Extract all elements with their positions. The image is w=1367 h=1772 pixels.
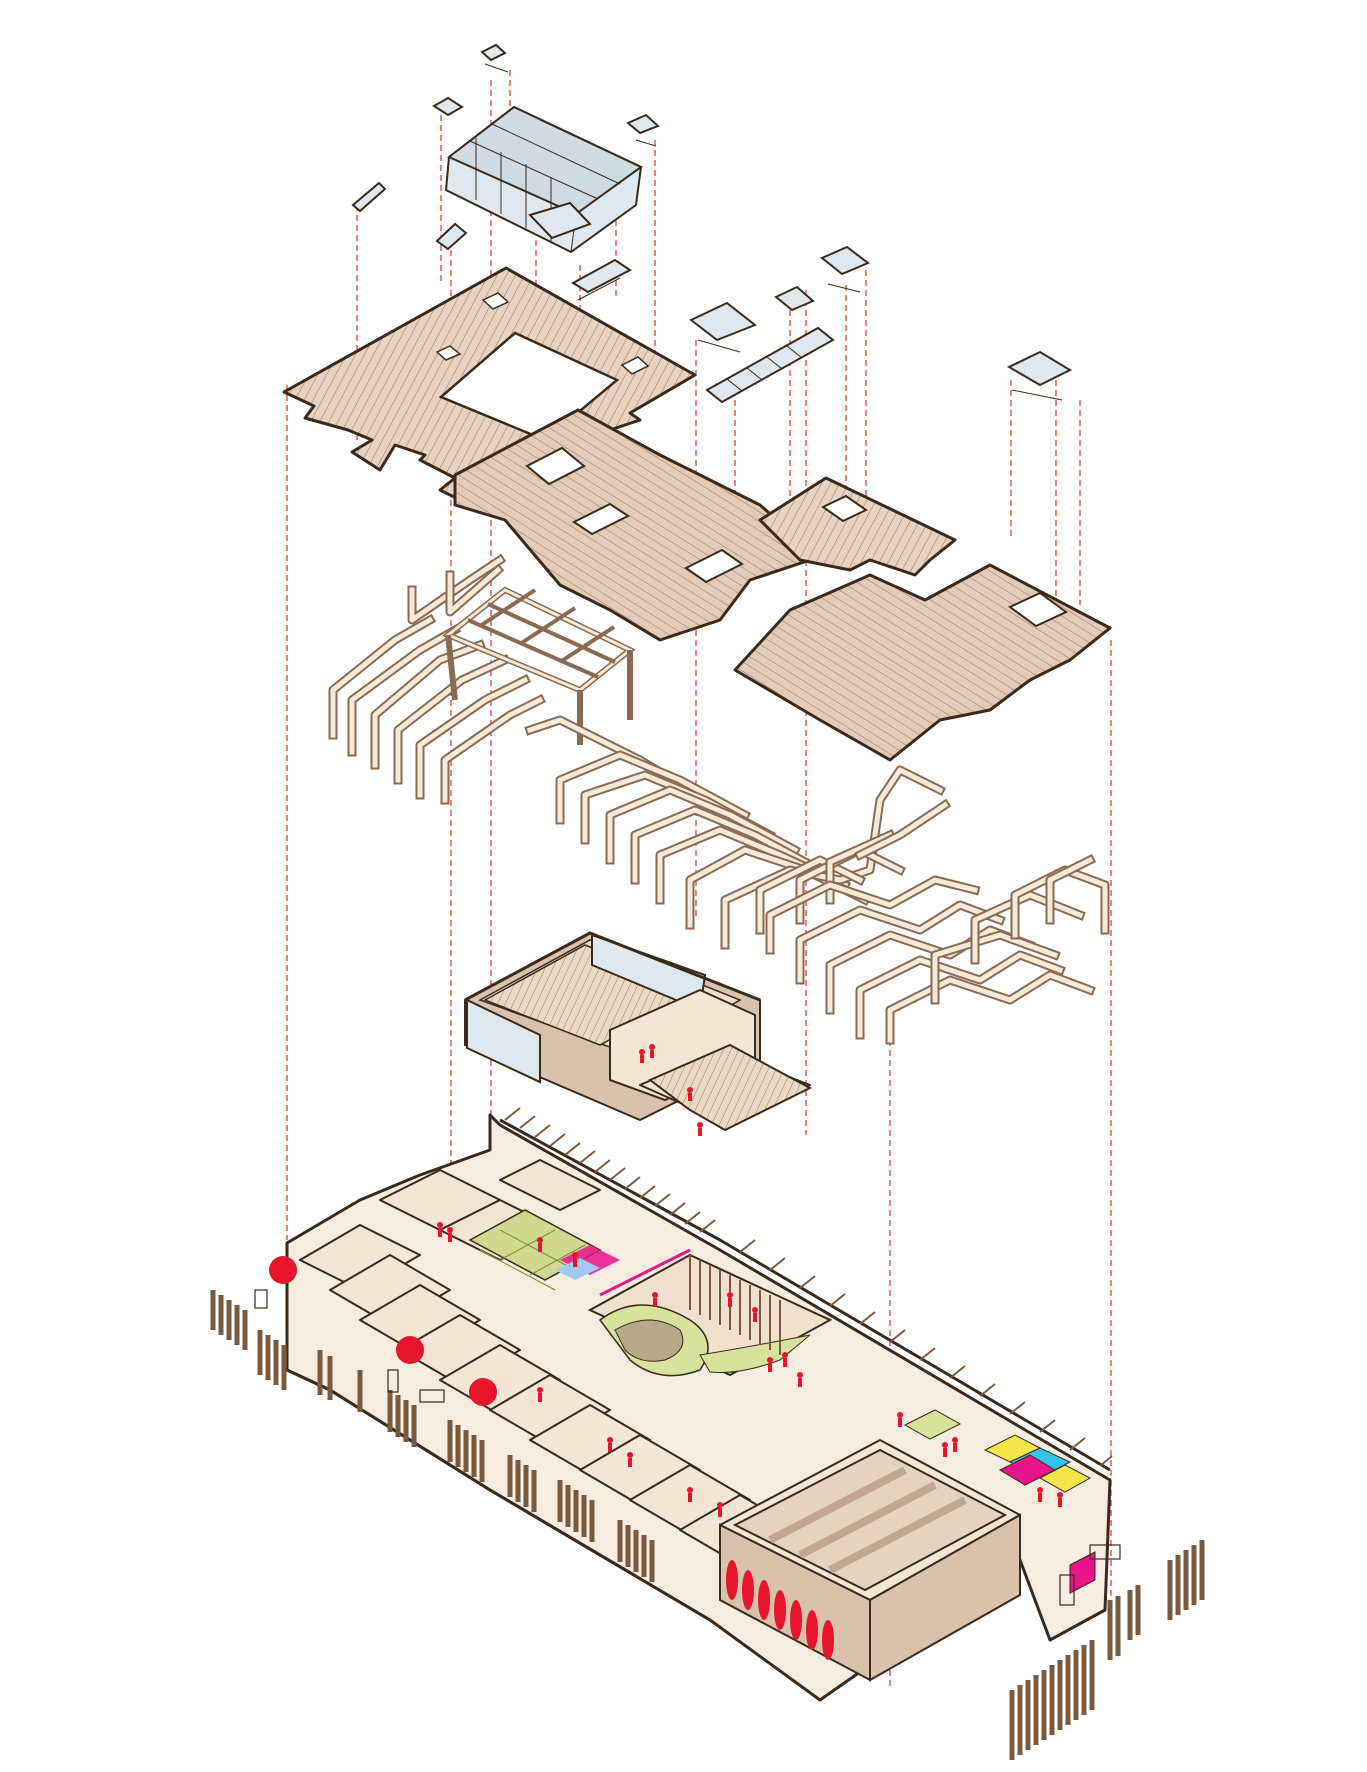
frames-glasshouse (442, 586, 636, 745)
skylight-small-5 (435, 222, 468, 251)
ground-floor-layer (269, 1107, 1113, 1702)
upper-volume-layer (464, 931, 813, 1136)
skylight-small-7 (689, 301, 757, 353)
timber-frame-layer (328, 553, 1110, 1045)
skylight-strip (705, 326, 835, 404)
skylight-small-10 (1006, 350, 1073, 401)
trees (269, 1256, 834, 1660)
timber-screen (689, 1255, 781, 1355)
skylight-small-9 (820, 245, 870, 293)
skylight-small-8 (774, 285, 815, 312)
glasshouse (444, 105, 643, 254)
frames-middle (524, 715, 952, 950)
people (437, 1222, 1063, 1517)
roof-panel-east-upper (758, 476, 957, 577)
north-fence (499, 1107, 1113, 1472)
west-rooms (299, 1224, 801, 1566)
detached-facade-screens (210, 1289, 1205, 1760)
skylight-small-6 (570, 258, 632, 301)
roof-panels-layer (282, 266, 1112, 762)
frames-west (328, 553, 547, 805)
skylight-small-3 (626, 113, 660, 147)
roof-panel-east-lower (733, 563, 1112, 762)
playroom (903, 1409, 1096, 1594)
skylight-small-2 (432, 96, 464, 117)
frames-east (765, 853, 1110, 1045)
skylight-small-4 (351, 181, 387, 213)
roof-skylights-layer (351, 43, 1073, 404)
skylight-small-1 (480, 43, 509, 73)
